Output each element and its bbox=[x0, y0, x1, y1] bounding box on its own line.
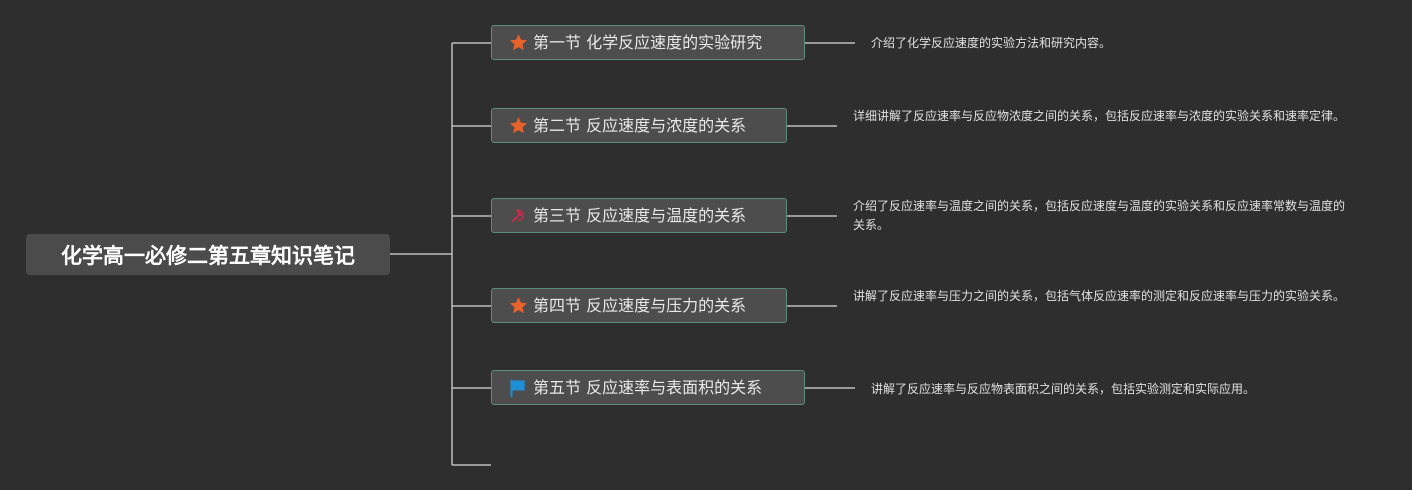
star-icon bbox=[508, 296, 528, 316]
star-icon bbox=[508, 33, 528, 53]
hammer-sickle-icon bbox=[508, 206, 528, 226]
branch-topic-3[interactable]: 第三节 反应速度与温度的关系 bbox=[491, 198, 787, 233]
branch-topic-5[interactable]: 第五节 反应速率与表面积的关系 bbox=[491, 370, 805, 405]
branch-topic-1-label: 第一节 化学反应速度的实验研究 bbox=[533, 32, 763, 52]
branch-note-5: 讲解了反应速率与反应物表面积之间的关系，包括实验测定和实际应用。 bbox=[871, 382, 1256, 396]
branch-note-3: 介绍了反应速率与温度之间的关系，包括反应速度与温度的实验关系和反应速率常数与温度… bbox=[853, 199, 1346, 232]
branch-note-1: 介绍了化学反应速度的实验方法和研究内容。 bbox=[871, 36, 1112, 50]
branch-note-4: 讲解了反应速率与压力之间的关系，包括气体反应速率的测定和反应速率与压力的实验关系… bbox=[853, 289, 1346, 303]
branch-topic-1[interactable]: 第一节 化学反应速度的实验研究 bbox=[491, 25, 805, 60]
branch-topic-5-label: 第五节 反应速率与表面积的关系 bbox=[533, 377, 763, 397]
branch-topic-2-label: 第二节 反应速度与浓度的关系 bbox=[533, 115, 747, 135]
branch-topic-4[interactable]: 第四节 反应速度与压力的关系 bbox=[491, 288, 787, 323]
root-topic-label: 化学高一必修二第五章知识笔记 bbox=[61, 243, 355, 268]
star-icon bbox=[508, 116, 528, 136]
branch-topic-2[interactable]: 第二节 反应速度与浓度的关系 bbox=[491, 108, 787, 143]
branch-note-2: 详细讲解了反应速率与反应物浓度之间的关系，包括反应速率与浓度的实验关系和速率定律… bbox=[853, 109, 1346, 123]
branch-topic-4-label: 第四节 反应速度与压力的关系 bbox=[533, 295, 747, 315]
flag-icon bbox=[508, 378, 528, 398]
branch-topic-3-label: 第三节 反应速度与温度的关系 bbox=[533, 205, 747, 225]
root-topic[interactable]: 化学高一必修二第五章知识笔记 bbox=[26, 234, 390, 275]
